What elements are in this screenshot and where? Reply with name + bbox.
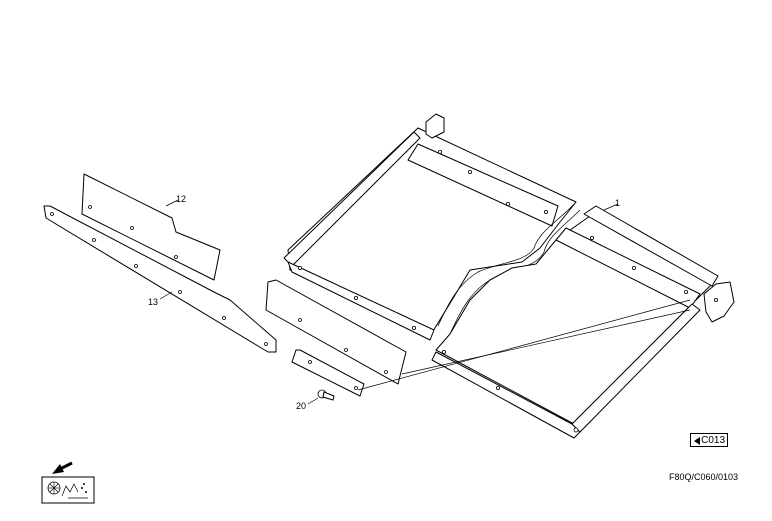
hole — [495, 385, 500, 390]
part-12-strip — [81, 173, 221, 281]
arrow-left-icon — [694, 437, 700, 445]
part-1-cover-assembly — [283, 113, 735, 439]
cover-lip-rear — [287, 261, 435, 341]
hole — [714, 297, 719, 302]
part-13-seal-strip — [43, 205, 277, 353]
assembly-line — [401, 309, 691, 375]
hole — [264, 342, 268, 346]
hole — [222, 316, 226, 320]
arrow-down-left-icon — [52, 461, 73, 474]
hole — [437, 149, 442, 154]
machine-section-icon — [41, 476, 95, 504]
hole — [130, 226, 134, 230]
hole — [178, 290, 182, 294]
hole — [467, 169, 472, 174]
part-20-screw — [317, 389, 335, 401]
callout-12: 12 — [176, 194, 186, 204]
leader-line-1 — [603, 203, 619, 211]
hole — [344, 348, 348, 352]
hole — [298, 318, 302, 322]
hole — [544, 209, 549, 214]
callout-1: 1 — [615, 198, 620, 208]
leader-line-20 — [307, 397, 319, 405]
strip-12-body — [81, 173, 221, 281]
callout-20: 20 — [296, 401, 306, 411]
cover-break-line — [437, 201, 577, 327]
cover-bracket-right — [555, 227, 701, 309]
part-small-bar — [291, 349, 365, 397]
cover-hinge-tab-right — [703, 281, 735, 323]
part-plate-middle — [265, 279, 407, 385]
assembly-line — [357, 299, 691, 391]
hole — [88, 205, 92, 209]
page-reference-label: C013 — [701, 435, 725, 446]
hole — [684, 289, 689, 294]
hole — [297, 265, 302, 270]
cover-side-right — [583, 205, 719, 287]
strip-13-body — [43, 205, 277, 353]
hole — [353, 295, 358, 300]
leader-line-13 — [159, 291, 173, 300]
hole — [92, 238, 96, 242]
hole — [590, 235, 595, 240]
screw-shank — [322, 391, 335, 401]
hole — [441, 349, 446, 354]
hole — [632, 265, 637, 270]
leader-line-12 — [165, 199, 179, 207]
cover-rail-front — [431, 351, 581, 439]
hole — [384, 370, 388, 374]
cover-bracket-inner — [407, 143, 559, 227]
hole — [308, 360, 312, 364]
cover-hinge-tab-rear — [425, 113, 445, 139]
hole — [174, 255, 178, 259]
plate-middle-body — [265, 279, 407, 385]
hole — [573, 427, 579, 433]
page-reference-box[interactable]: C013 — [690, 433, 728, 447]
hole — [134, 264, 138, 268]
hole — [354, 386, 358, 390]
callout-13: 13 — [148, 297, 158, 307]
hole — [50, 212, 54, 216]
hole — [411, 325, 416, 330]
hole — [505, 201, 510, 206]
drawing-code: F80Q/C060/0103 — [669, 472, 739, 482]
